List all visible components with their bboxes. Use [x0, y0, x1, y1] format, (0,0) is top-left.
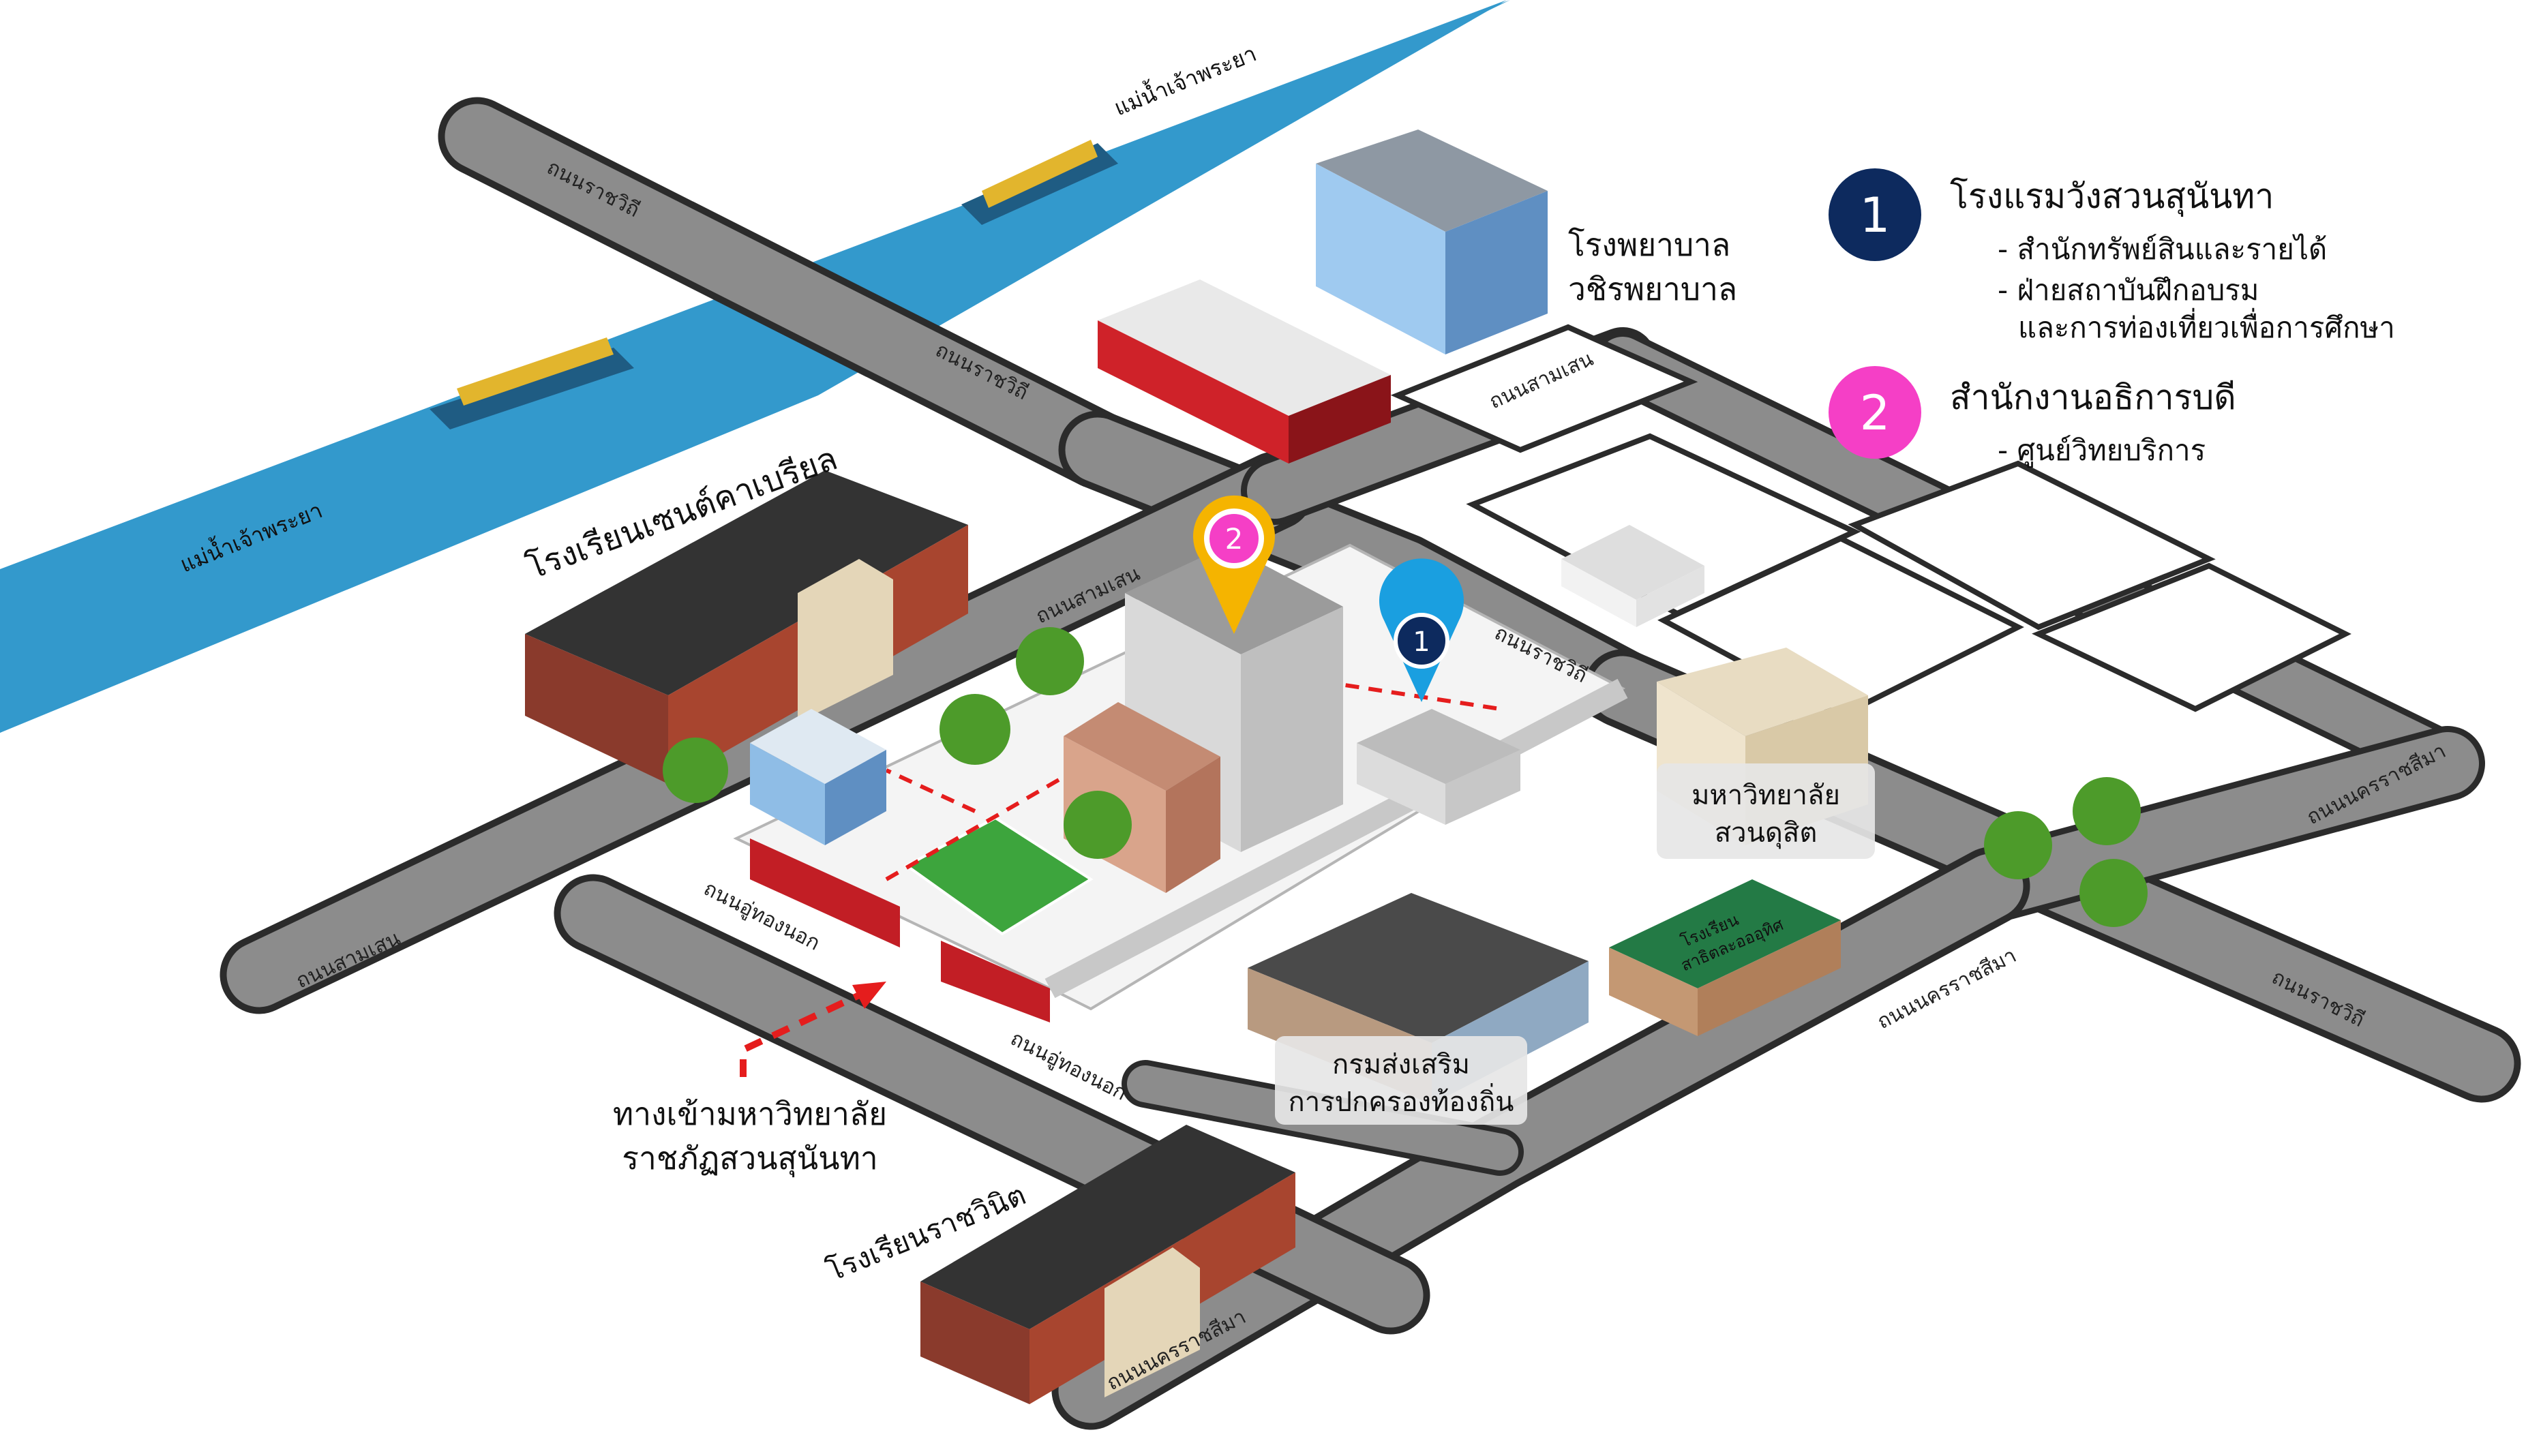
hospital-label-line1: โรงพยาบาล: [1568, 226, 1730, 263]
campus-paths: [885, 680, 1501, 881]
legend-badge-2: [1829, 366, 1921, 459]
local-admin-label-line1: กรมส่งเสริม: [1332, 1049, 1470, 1080]
campus-wall: [1044, 678, 1628, 999]
legend-1-item-2: - ฝ่ายสถาบันฝึกอบรม: [1998, 273, 2259, 307]
entrance-gate-left: [750, 838, 900, 947]
entrance-gate-right: [941, 941, 1050, 1022]
legend-2-item-1: - ศูนย์วิทยบริการ: [1998, 434, 2206, 468]
local-admin-label-box: [1275, 1036, 1527, 1125]
legend-badge-1: [1829, 168, 1921, 261]
entrance-label-line1: ทางเข้ามหาวิทยาลัย: [613, 1095, 887, 1132]
city-blocks: [1390, 324, 2351, 719]
legend-1-title: โรงแรมวังสวนสุนันทา: [1950, 177, 2274, 217]
hospital-building: [1098, 130, 1548, 464]
legend-badge-2-number: 2: [1860, 385, 1891, 441]
small-blue-building: [750, 709, 886, 845]
saint-gabriel-school: [525, 470, 968, 784]
local-admin-label-line2: การปกครองท้องถิ่น: [1288, 1083, 1514, 1118]
marker-1[interactable]: 1: [1379, 558, 1464, 702]
legend-item-2: 2 สำนักงานอธิการบดี - ศูนย์วิทยบริการ: [1829, 366, 2236, 468]
suan-dusit-label-line1: มหาวิทยาลัย: [1691, 780, 1840, 811]
marker-1-number: 1: [1413, 626, 1430, 658]
hospital-label-line2: วชิรพยาบาล: [1568, 271, 1737, 307]
legend-1-item-1: - สำนักทรัพย์สินและรายได้: [1998, 232, 2327, 266]
hotel-building-1: [1357, 709, 1520, 825]
cargo-boats: [430, 140, 1118, 429]
legend: 1 โรงแรมวังสวนสุนันทา - สำนักทรัพย์สินแล…: [1829, 168, 2395, 468]
suan-dusit-label-box: [1657, 763, 1875, 859]
marker-2-number: 2: [1225, 522, 1244, 556]
legend-1-item-3: และการท่องเที่ยวเพื่อการศึกษา: [2018, 308, 2395, 344]
legend-2-title: สำนักงานอธิการบดี: [1950, 378, 2236, 417]
entrance-label-line2: ราชภัฏสวนสุนันทา: [622, 1140, 877, 1178]
football-field: [904, 816, 1094, 936]
ratchawinit-school: [920, 1125, 1295, 1404]
chao-phraya-river-water: [0, 0, 1507, 733]
entrance-arrow: [740, 992, 861, 1077]
trees: [663, 627, 2148, 927]
legend-badge-1-number: 1: [1860, 187, 1891, 243]
sarasit-school: [1609, 879, 1841, 1036]
legend-item-1: 1 โรงแรมวังสวนสุนันทา - สำนักทรัพย์สินแล…: [1829, 168, 2395, 344]
convenience-store: [1561, 525, 1704, 627]
marker-2[interactable]: 2: [1193, 409, 1276, 634]
entrance-arrow-head: [852, 982, 886, 1009]
suan-dusit-label-line2: สวนดุสิต: [1715, 817, 1818, 849]
